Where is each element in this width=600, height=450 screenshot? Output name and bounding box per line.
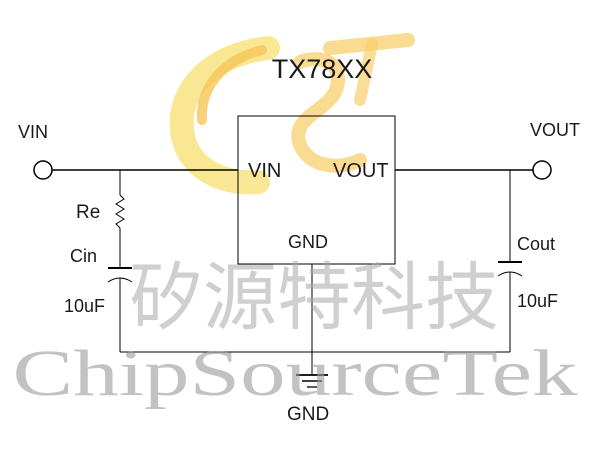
- pin-vin-label: VIN: [248, 160, 281, 182]
- pin-gnd-label: GND: [288, 232, 328, 252]
- ground-label: GND: [287, 404, 329, 425]
- cin-value-label: 10uF: [64, 296, 105, 316]
- resistor-label: Re: [76, 202, 100, 223]
- cout-name-label: Cout: [517, 234, 555, 254]
- ic-body: [237, 115, 396, 265]
- vin-terminal: [33, 160, 53, 180]
- vout-terminal: [532, 160, 552, 180]
- vin-terminal-label: VIN: [18, 122, 48, 142]
- chip-title: TX78XX: [272, 54, 373, 84]
- cin-name-label: Cin: [70, 246, 97, 266]
- pin-vout-label: VOUT: [333, 160, 389, 182]
- watermark-english: ChipSourceTek: [13, 337, 578, 410]
- resistor-re: [115, 194, 125, 229]
- ground-symbol: [296, 374, 328, 388]
- watermark-chinese: 矽源特科技: [129, 255, 499, 341]
- vout-terminal-label: VOUT: [530, 120, 580, 140]
- cout-value-label: 10uF: [517, 291, 558, 311]
